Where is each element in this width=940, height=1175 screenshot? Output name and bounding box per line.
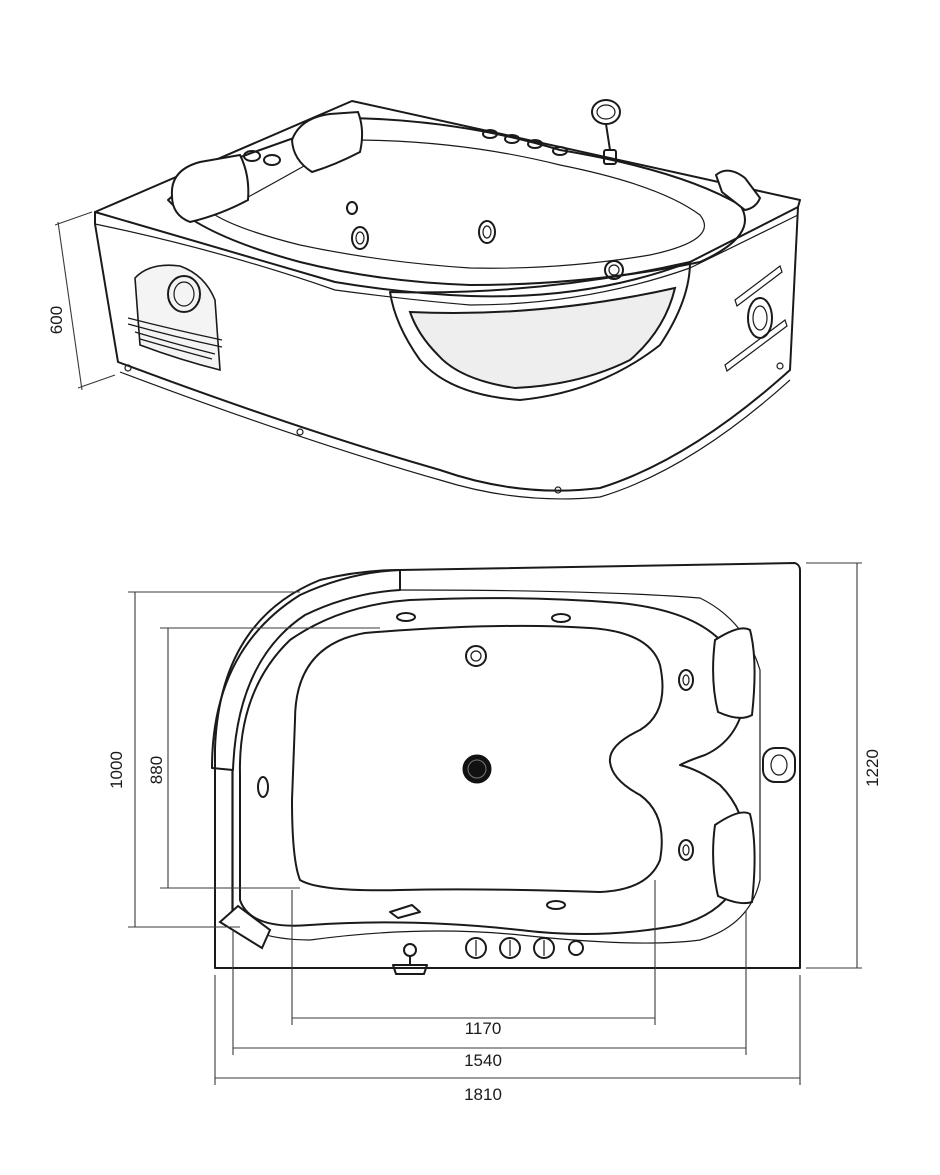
plan-armrest: [218, 904, 272, 950]
dimension-1540: [232, 910, 747, 1055]
plan-view: 1000 880 1220 1170 1540: [107, 562, 882, 1104]
dimension-600-label: 600: [47, 306, 66, 334]
plan-basin-floor: [291, 624, 664, 893]
plan-side-light: [762, 747, 796, 783]
iso-left-light: [167, 275, 201, 313]
dimension-1810: [214, 975, 801, 1085]
iso-front-apron: [94, 206, 799, 492]
iso-front-window-glass: [408, 286, 677, 390]
iso-right-side-panel: [724, 265, 788, 372]
iso-jets: [346, 201, 624, 280]
iso-screw: [296, 428, 304, 436]
iso-towel-bar: [127, 317, 223, 360]
iso-hand-shower: [591, 99, 621, 165]
dimension-600: [54, 211, 116, 391]
dimension-1170-label: 1170: [465, 1019, 502, 1038]
iso-control-knobs: [243, 129, 568, 166]
plan-control-knobs: [465, 937, 584, 959]
dimension-880-label: 880: [147, 756, 166, 784]
iso-screw: [554, 486, 562, 494]
iso-base-edge: [119, 371, 791, 500]
dimension-1540-label: 1540: [464, 1051, 502, 1070]
dimension-1220: [806, 562, 862, 969]
plan-jets: [257, 612, 694, 919]
plan-shower-holder: [392, 943, 428, 975]
plan-headrest-top: [712, 627, 756, 719]
dimension-1000: [128, 591, 300, 928]
iso-apron-top-edge: [94, 214, 799, 306]
dimension-1220-label: 1220: [863, 749, 882, 787]
plan-rim-inner: [232, 589, 761, 944]
iso-armrest-right: [714, 169, 762, 212]
dimension-1810-label: 1810: [464, 1085, 502, 1104]
plan-inner-basin: [238, 597, 747, 935]
plan-headrest-bottom: [712, 811, 756, 905]
iso-left-side-panel: [134, 264, 221, 372]
iso-screw: [776, 362, 784, 370]
plan-outer-outline: [214, 562, 801, 969]
iso-screw: [124, 364, 132, 372]
dimension-880: [160, 627, 380, 889]
isometric-view: 600: [47, 99, 801, 500]
dimension-1170: [291, 880, 656, 1025]
plan-drain: [462, 754, 492, 784]
iso-front-window-frame: [389, 261, 691, 401]
dimension-1000-label: 1000: [107, 751, 126, 789]
iso-headrest-left: [170, 153, 250, 224]
iso-inner-floor: [213, 139, 705, 269]
iso-headrest-right: [290, 110, 364, 174]
iso-inner-basin: [167, 117, 746, 286]
